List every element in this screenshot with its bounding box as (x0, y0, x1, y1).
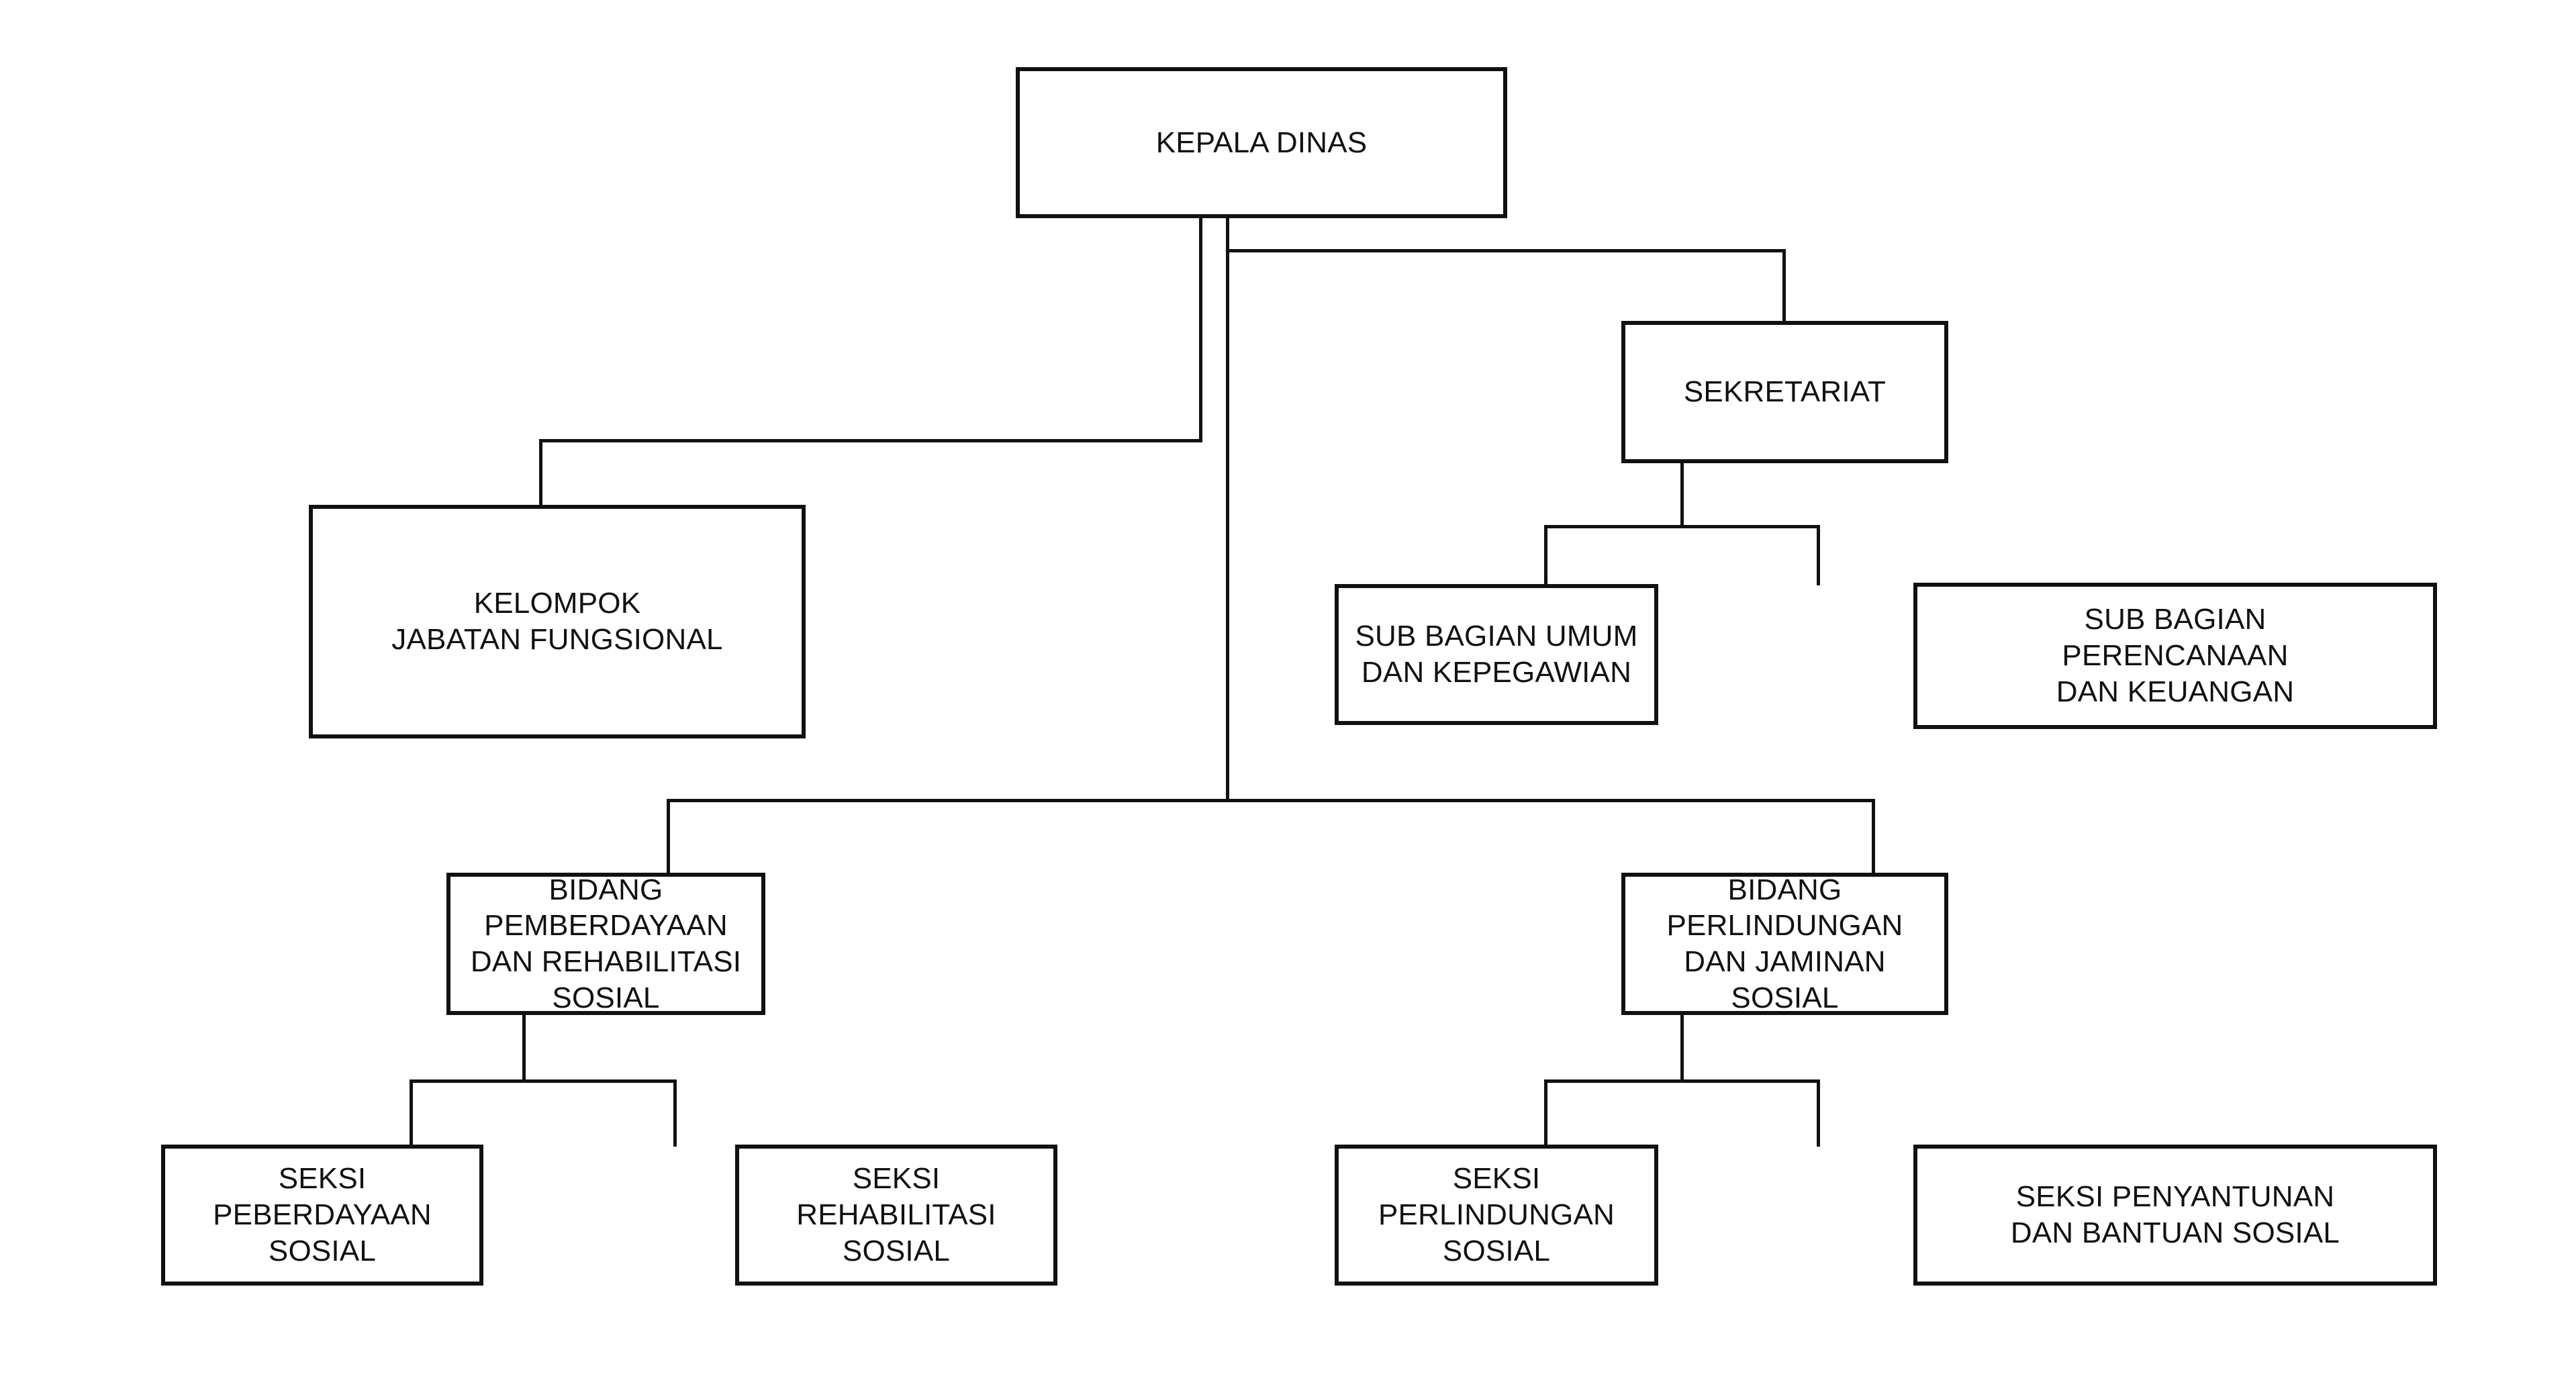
connector-bidang-perlindungan-stem (1680, 1015, 1684, 1081)
node-seksi-rehabilitasi-sosial[interactable]: SEKSI REHABILITASI SOSIAL (735, 1145, 1057, 1286)
connector-bidang-bus (667, 799, 1875, 802)
node-bidang-pemberdayaan-dan-rehabilitasi-sosial[interactable]: BIDANG PEMBERDAYAAN DAN REHABILITASI SOS… (446, 873, 765, 1015)
node-label-sekretariat: SEKRETARIAT (1683, 375, 1887, 409)
connector-seksi-perlindungan-drop (1544, 1079, 1547, 1147)
node-label-seksi-rehabilitasi-sosial: SEKSI REHABILITASI SOSIAL (796, 1162, 996, 1267)
connector-sub-bagian-bus (1544, 525, 1819, 528)
connector-seksi-kiri-bus (410, 1079, 677, 1083)
connector-sub-bagian-umum-drop (1544, 525, 1547, 585)
node-seksi-penyantunan-dan-bantuan-sosial[interactable]: SEKSI PENYANTUNAN DAN BANTUAN SOSIAL (1913, 1145, 2437, 1286)
connector-seksi-penyantunan-drop (1817, 1079, 1820, 1147)
connector-seksi-peberdayaan-drop (410, 1079, 413, 1147)
connector-kepala-main-spine (1226, 218, 1229, 802)
node-label-sub-bagian-umum-dan-kepegawian: SUB BAGIAN UMUM DAN KEPEGAWIAN (1355, 620, 1638, 689)
node-label-bidang-pemberdayaan-dan-rehabilitasi-sosial: BIDANG PEMBERDAYAAN DAN REHABILITASI SOS… (470, 873, 742, 1014)
connector-sekretariat-stem (1680, 463, 1684, 526)
connector-kepala-left-spine (1199, 218, 1202, 442)
connector-bidang-pemberdayaan-stem (522, 1015, 526, 1081)
connector-kelompok-drop (539, 439, 542, 506)
connector-sekretariat-horizontal-bus (1226, 249, 1786, 252)
node-sub-bagian-umum-dan-kepegawian[interactable]: SUB BAGIAN UMUM DAN KEPEGAWIAN (1335, 584, 1658, 725)
node-label-seksi-peberdayaan-sosial: SEKSI PEBERDAYAAN SOSIAL (213, 1162, 432, 1267)
node-seksi-peberdayaan-sosial[interactable]: SEKSI PEBERDAYAAN SOSIAL (161, 1145, 483, 1286)
node-bidang-perlindungan-dan-jaminan-sosial[interactable]: BIDANG PERLINDUNGAN DAN JAMINAN SOSIAL (1621, 873, 1948, 1015)
connector-bidang-perlindungan-drop (1872, 799, 1875, 875)
connector-sub-bagian-perencanaan-drop (1817, 525, 1820, 585)
connector-seksi-rehabilitasi-drop (673, 1079, 677, 1147)
node-label-sub-bagian-perencanaan-dan-keuangan: SUB BAGIAN PERENCANAAN DAN KEUANGAN (2056, 603, 2295, 708)
node-label-seksi-penyantunan-dan-bantuan-sosial: SEKSI PENYANTUNAN DAN BANTUAN SOSIAL (2010, 1180, 2340, 1249)
node-label-kepala-dinas: KEPALA DINAS (1155, 126, 1368, 159)
node-sub-bagian-perencanaan-dan-keuangan[interactable]: SUB BAGIAN PERENCANAAN DAN KEUANGAN (1913, 583, 2437, 729)
node-label-kelompok-jabatan-fungsional: KELOMPOK JABATAN FUNGSIONAL (391, 587, 723, 656)
connector-sekretariat-drop (1782, 249, 1786, 323)
connector-kelompok-horizontal-bus (539, 439, 1202, 442)
node-seksi-perlindungan-sosial[interactable]: SEKSI PERLINDUNGAN SOSIAL (1335, 1145, 1658, 1286)
node-label-bidang-perlindungan-dan-jaminan-sosial: BIDANG PERLINDUNGAN DAN JAMINAN SOSIAL (1666, 873, 1903, 1014)
node-sekretariat[interactable]: SEKRETARIAT (1621, 321, 1948, 463)
connector-bidang-pemberdayaan-drop (667, 799, 670, 875)
node-kepala-dinas[interactable]: KEPALA DINAS (1016, 67, 1507, 218)
node-label-seksi-perlindungan-sosial: SEKSI PERLINDUNGAN SOSIAL (1378, 1162, 1615, 1267)
node-kelompok-jabatan-fungsional[interactable]: KELOMPOK JABATAN FUNGSIONAL (309, 505, 806, 738)
connector-seksi-kanan-bus (1544, 1079, 1819, 1083)
